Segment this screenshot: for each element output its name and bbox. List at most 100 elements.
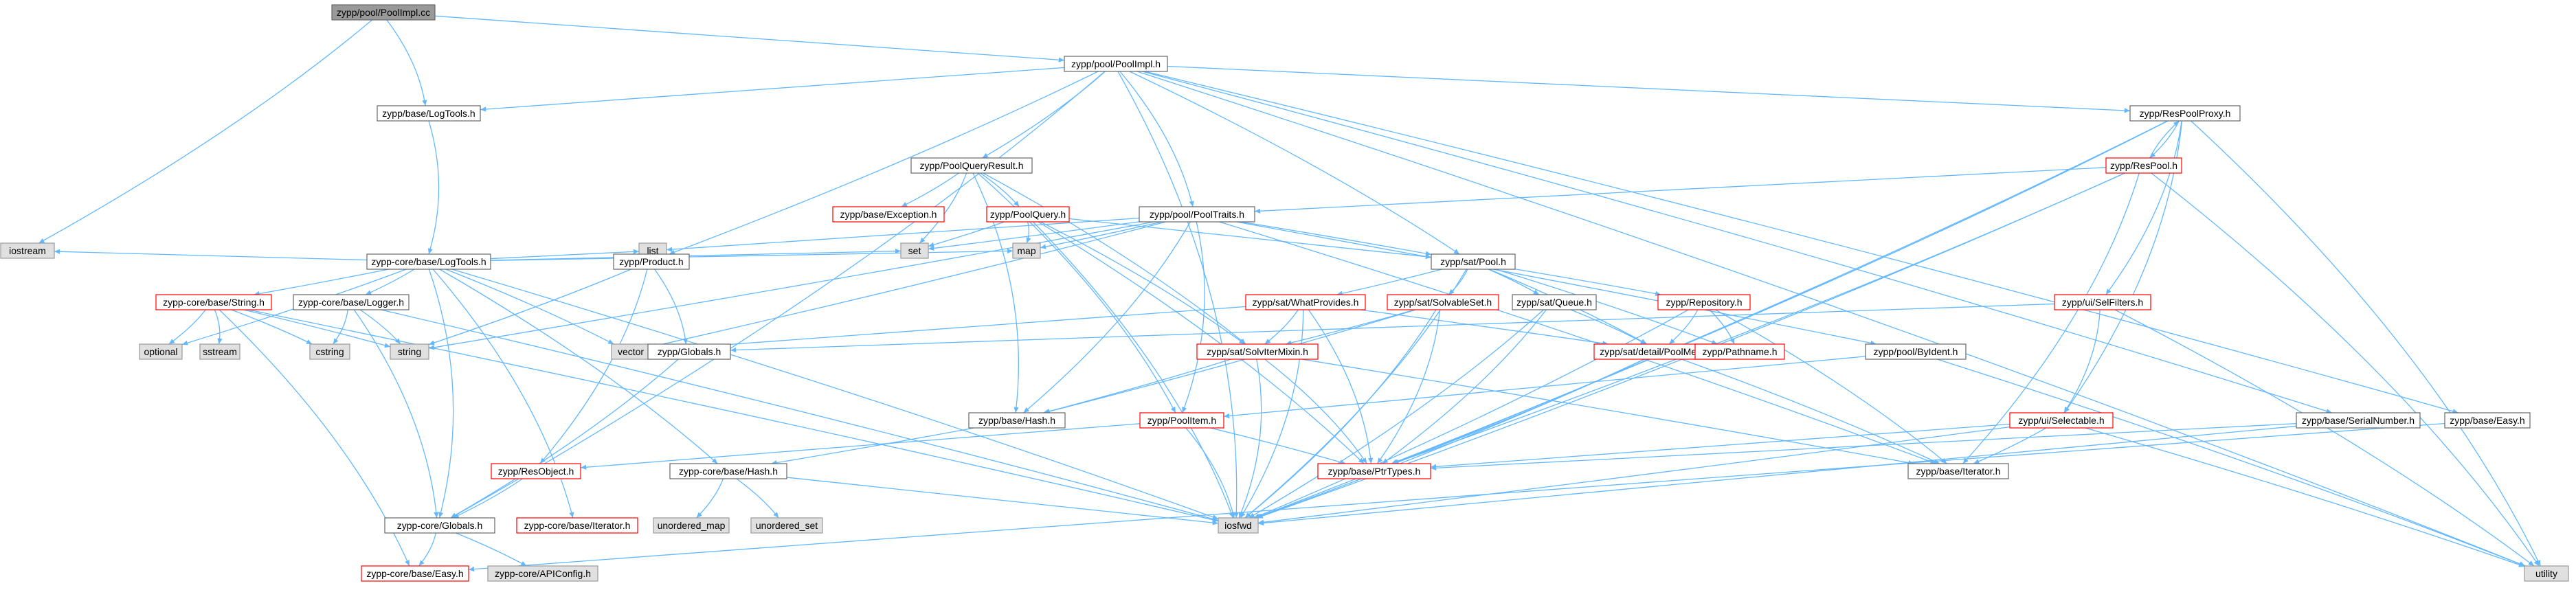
- edge-poolimplh-to-baseeasy: [1145, 71, 2459, 414]
- node-zypp-pool-poolimpl-h[interactable]: zypp/pool/PoolImpl.h: [1064, 56, 1168, 72]
- node-label: utility: [2535, 568, 2557, 579]
- edge-poolitem-to-resobject: [580, 423, 1141, 470]
- node-zypp-sat-whatprovides-h[interactable]: zypp/sat/WhatProvides.h: [1245, 294, 1366, 310]
- node-box: [1512, 294, 1597, 310]
- edge-poolquery-to-set: [928, 221, 1005, 247]
- node-box: [1694, 343, 1785, 360]
- node-zypp-core-base-string-h[interactable]: zypp-core/base/String.h: [155, 294, 272, 310]
- node-zypp-base-ptrtypes-h[interactable]: zypp/base/PtrTypes.h: [1317, 463, 1431, 479]
- node-zypp-core-globals-h[interactable]: zypp-core/Globals.h: [384, 517, 495, 534]
- node-zypp-sat-solvitermixin-h[interactable]: zypp/sat/SolvIterMixin.h: [1196, 343, 1319, 360]
- node-box: [390, 343, 429, 360]
- edge-poolimplh-to-iosfwd: [1117, 71, 1240, 519]
- node-zypp-base-easy-h[interactable]: zypp/base/Easy.h: [2444, 412, 2531, 429]
- edge-poolquery-to-map: [1026, 221, 1031, 244]
- node-box: [900, 242, 929, 259]
- node-iostream: iostream: [0, 242, 55, 259]
- edge-respoolproxy-to-ptrtypes: [1391, 120, 2169, 464]
- node-label: zypp/sat/detail/PoolMember.h: [1600, 346, 1726, 357]
- node-zypp-pool-poolimpl-cc[interactable]: zypp/pool/PoolImpl.cc: [331, 4, 436, 21]
- node-label: zypp/pool/PoolImpl.cc: [337, 7, 430, 18]
- node-zypp-sat-queue-h[interactable]: zypp/sat/Queue.h: [1512, 294, 1597, 310]
- node-zypp-core-base-logger-h[interactable]: zypp-core/base/Logger.h: [293, 294, 410, 310]
- node-box: [986, 206, 1070, 223]
- node-label: zypp/Pathname.h: [1703, 346, 1778, 357]
- node-zypp-base-logtools-h[interactable]: zypp/base/LogTools.h: [377, 105, 481, 122]
- edge-root-to-poolimplh: [434, 15, 1065, 63]
- node-zypp-repository-h[interactable]: zypp/Repository.h: [1657, 294, 1751, 310]
- node-zypp-ui-selfilters-h[interactable]: zypp/ui/SelFilters.h: [2054, 294, 2151, 310]
- edge-poolqueryresult-to-set: [919, 172, 967, 244]
- edge-poolimplh-to-serialnumber: [1142, 71, 2332, 414]
- edge-respool-to-utility: [2151, 172, 2540, 567]
- node-zypp-core-base-easy-h[interactable]: zypp-core/base/Easy.h: [361, 565, 469, 582]
- node-zypp-sat-pool-h[interactable]: zypp/sat/Pool.h: [1431, 253, 1516, 270]
- node-zypp-poolquery-h[interactable]: zypp/PoolQuery.h: [986, 206, 1070, 223]
- node-box: [653, 517, 730, 534]
- node-zypp-base-hash-h[interactable]: zypp/base/Hash.h: [968, 412, 1066, 429]
- edge-poolimplh-to-product: [669, 71, 1099, 255]
- edge-solvitermixin-to-ptrtypes: [1264, 359, 1367, 464]
- node-vector: vector: [611, 343, 651, 360]
- node-zypp-base-iterator-h[interactable]: zypp/base/Iterator.h: [1907, 463, 2009, 479]
- edge-whatprovides-to-vector: [649, 306, 1246, 352]
- node-zypp-base-exception-h[interactable]: zypp/base/Exception.h: [832, 206, 945, 223]
- node-zypp-base-serialnumber-h[interactable]: zypp/base/SerialNumber.h: [2296, 412, 2421, 429]
- edge-corelogtools-to-corelogger: [365, 269, 415, 295]
- node-zypp-pool-pooltraits-h[interactable]: zypp/pool/PoolTraits.h: [1139, 206, 1255, 223]
- edge-selectable-to-ptrtypes: [1430, 423, 2011, 469]
- node-label: zypp-core/Globals.h: [397, 520, 483, 531]
- node-zypp-pathname-h[interactable]: zypp/Pathname.h: [1694, 343, 1785, 360]
- node-zypp-ui-selectable-h[interactable]: zypp/ui/Selectable.h: [2009, 412, 2114, 429]
- edge-corelogger-to-cstring: [333, 309, 348, 345]
- edge-poolitem-to-ptrtypes: [1210, 427, 1346, 465]
- node-iosfwd: iosfwd: [1218, 517, 1259, 534]
- edge-corehash-to-iosfwd: [786, 477, 1219, 525]
- node-zypp-sat-solvableset-h[interactable]: zypp/sat/SolvableSet.h: [1387, 294, 1499, 310]
- node-label: zypp/ResPoolProxy.h: [2140, 108, 2231, 119]
- node-zypp-globals-h[interactable]: zypp/Globals.h: [647, 343, 731, 360]
- node-zypp-core-base-iterator-h[interactable]: zypp-core/base/Iterator.h: [516, 517, 638, 534]
- node-zypp-core-base-hash-h[interactable]: zypp-core/base/Hash.h: [669, 463, 787, 479]
- node-zypp-pool-byident-h[interactable]: zypp/pool/ByIdent.h: [1865, 343, 1967, 360]
- edge-selectable-to-iosfwd: [1257, 426, 2011, 525]
- edge-root-to-logtools: [386, 19, 427, 106]
- node-label: zypp/ui/Selectable.h: [2018, 415, 2104, 426]
- node-box: [309, 343, 350, 360]
- edge-respool-to-baseiterator: [1962, 172, 2140, 464]
- node-box: [516, 517, 638, 534]
- edge-corelogger-to-iosfwd: [381, 309, 1219, 522]
- node-box: [1657, 294, 1751, 310]
- edge-repository-to-baseiterator: [1715, 309, 1947, 464]
- node-box: [2444, 412, 2531, 429]
- edge-poolimplh-to-coreglobals: [450, 71, 1106, 519]
- node-sstream: sstream: [199, 343, 240, 360]
- node-label: set: [908, 245, 921, 256]
- edge-selfilters-to-utility: [2114, 309, 2535, 567]
- node-label: sstream: [203, 346, 237, 357]
- node-optional: optional: [139, 343, 183, 360]
- node-zypp-respool-h[interactable]: zypp/ResPool.h: [2105, 157, 2182, 174]
- node-box: [2296, 412, 2421, 429]
- node-zypp-resobject-h[interactable]: zypp/ResObject.h: [491, 463, 581, 479]
- edges-layer: [38, 15, 2541, 572]
- edge-satpool-to-repository: [1514, 269, 1661, 297]
- node-label: zypp/PoolItem.h: [1147, 415, 1216, 426]
- edge-resobject-to-coreglobals: [453, 478, 523, 519]
- edge-solvableset-to-ptrtypes: [1376, 309, 1441, 464]
- node-box: [293, 294, 410, 310]
- node-label: zypp/base/Iterator.h: [1916, 466, 2001, 477]
- edge-corestring-to-iosfwd: [248, 309, 1219, 523]
- node-label: string: [398, 346, 421, 357]
- node-zypp-respoolproxy-h[interactable]: zypp/ResPoolProxy.h: [2129, 105, 2241, 122]
- node-zypp-product-h[interactable]: zypp/Product.h: [613, 253, 690, 270]
- edge-selfilters-to-globals: [730, 303, 2055, 353]
- node-zypp-core-base-logtools-h[interactable]: zypp-core/base/LogTools.h: [366, 253, 491, 270]
- node-label: zypp-core/base/LogTools.h: [371, 256, 486, 267]
- edge-corelogtools-to-list: [490, 249, 640, 260]
- node-zypp-poolitem-h[interactable]: zypp/PoolItem.h: [1139, 412, 1224, 429]
- node-label: list: [647, 245, 658, 256]
- node-set: set: [900, 242, 929, 259]
- node-zypp-poolqueryresult-h[interactable]: zypp/PoolQueryResult.h: [910, 157, 1033, 174]
- node-string: string: [390, 343, 429, 360]
